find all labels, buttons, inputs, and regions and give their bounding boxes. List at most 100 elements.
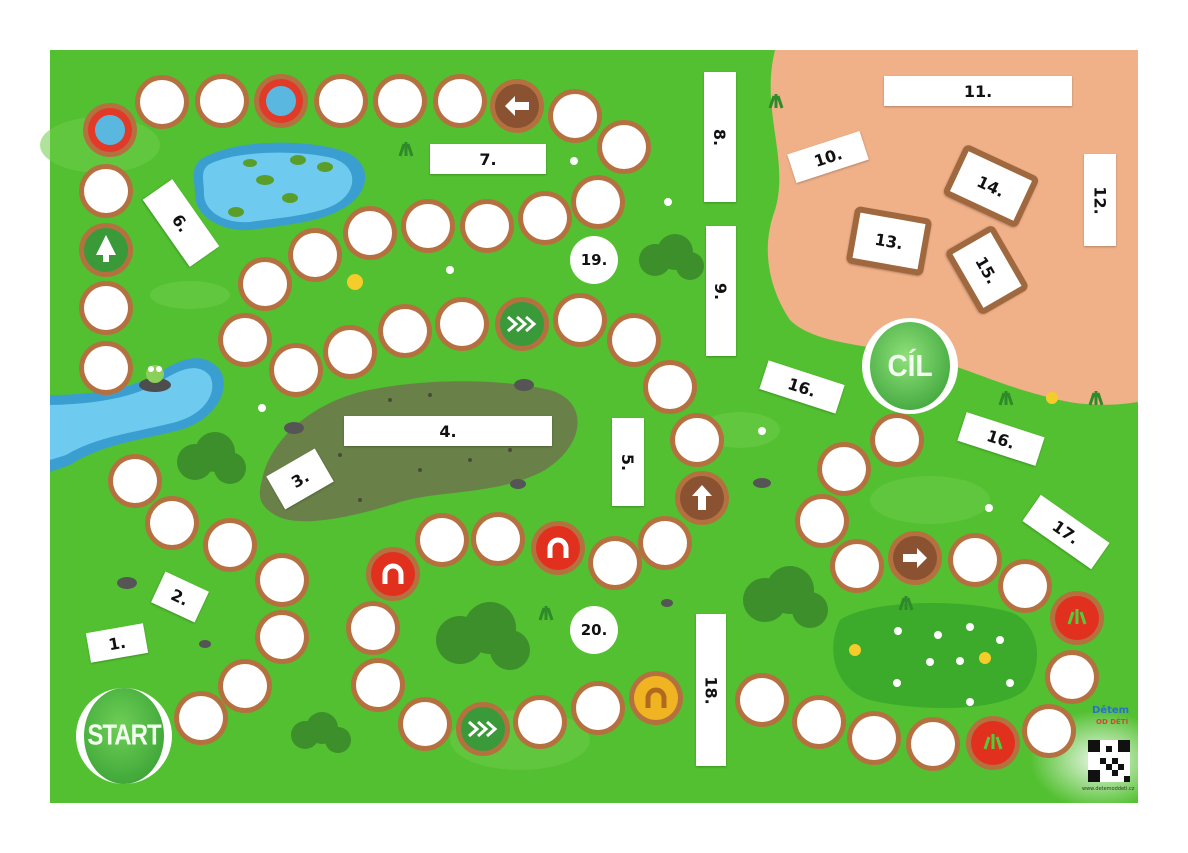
finish-label: CÍL <box>887 348 933 383</box>
field-label-11: 11. <box>884 76 1072 106</box>
space-blank <box>79 164 133 218</box>
brand-name: Dětem <box>1092 705 1130 716</box>
space-up <box>675 471 729 525</box>
space-blank <box>255 610 309 664</box>
field-label-18: 18. <box>696 614 726 766</box>
space-blank <box>607 313 661 367</box>
space-blank <box>238 257 292 311</box>
field-label-6: 6. <box>142 179 220 267</box>
start-label: START <box>87 719 161 752</box>
field-label-4: 4. <box>344 416 552 446</box>
space-blank <box>1022 704 1076 758</box>
start-space: START <box>76 688 172 784</box>
space-blank <box>378 304 432 358</box>
space-shoe-red <box>366 547 420 601</box>
space-blank <box>513 695 567 749</box>
space-blank <box>1045 650 1099 704</box>
space-shoe-red <box>531 521 585 575</box>
space-blank <box>145 496 199 550</box>
space-grass <box>1050 591 1104 645</box>
space-blank <box>948 533 1002 587</box>
space-blank <box>401 199 455 253</box>
space-blank <box>288 228 342 282</box>
field-label-17: 17. <box>1022 494 1110 570</box>
flower-meadow <box>833 602 1037 709</box>
space-blank <box>343 206 397 260</box>
space-chev <box>456 702 510 756</box>
field-label-1: 1. <box>85 623 149 663</box>
space-blank <box>323 325 377 379</box>
space-blank <box>830 539 884 593</box>
field-label-12: 12. <box>1084 154 1116 246</box>
space-blank <box>218 313 272 367</box>
space-blank <box>346 601 400 655</box>
space-ring <box>83 103 137 157</box>
space-blank <box>79 281 133 335</box>
space-blank <box>203 518 257 572</box>
space-blank <box>597 120 651 174</box>
space-blank <box>351 658 405 712</box>
space-shoe <box>629 671 683 725</box>
space-blank <box>398 697 452 751</box>
field-label-2: 2. <box>151 571 209 623</box>
space-blank <box>735 673 789 727</box>
space-blank <box>471 512 525 566</box>
space-blank <box>108 454 162 508</box>
space-blank <box>817 442 871 496</box>
qr-code-icon <box>1088 740 1130 782</box>
field-label-8: 8. <box>704 72 736 202</box>
space-blank <box>571 175 625 229</box>
brand-tagline: OD DĚTÍ <box>1096 718 1129 726</box>
space-right <box>888 531 942 585</box>
field-label-5: 5. <box>612 418 644 506</box>
space-blank <box>906 717 960 771</box>
space-left <box>490 79 544 133</box>
brand-logo: Dětem OD DĚTÍ www.detemoddeti.cz <box>1082 704 1136 798</box>
space-blank <box>79 341 133 395</box>
field-label-7: 7. <box>430 144 546 174</box>
space-blank <box>588 536 642 590</box>
space-blank <box>435 297 489 351</box>
space-blank <box>998 559 1052 613</box>
space-blank <box>518 191 572 245</box>
field-label-14: 14. <box>942 143 1040 229</box>
space-blank <box>792 695 846 749</box>
space-blank <box>135 75 189 129</box>
space-blank <box>255 553 309 607</box>
field-label-20: 20. <box>570 606 618 654</box>
space-blank <box>314 74 368 128</box>
space-blank <box>174 691 228 745</box>
space-tree <box>79 223 133 277</box>
brand-url: www.detemoddeti.cz <box>1082 786 1135 792</box>
space-blank <box>195 74 249 128</box>
bush <box>177 234 828 753</box>
space-blank <box>460 199 514 253</box>
field-label-16b: 16. <box>957 412 1045 466</box>
space-blank <box>638 516 692 570</box>
field-label-9: 9. <box>706 226 736 356</box>
space-blank <box>373 74 427 128</box>
field-label-19: 19. <box>570 236 618 284</box>
space-blank <box>548 89 602 143</box>
finish-space: CÍL <box>862 318 958 414</box>
space-blank <box>415 513 469 567</box>
space-blank <box>571 681 625 735</box>
space-blank <box>218 659 272 713</box>
space-chev <box>495 297 549 351</box>
field-label-10: 10. <box>787 130 869 184</box>
space-blank <box>847 711 901 765</box>
board-spaces <box>79 74 1104 771</box>
space-blank <box>553 293 607 347</box>
space-blank <box>795 494 849 548</box>
space-blank <box>670 413 724 467</box>
field-label-15: 15. <box>944 223 1030 317</box>
field-label-16a: 16. <box>759 360 845 414</box>
field-label-13: 13. <box>845 205 933 277</box>
space-blank <box>643 360 697 414</box>
field-label-3: 3. <box>266 448 334 510</box>
space-blank <box>870 413 924 467</box>
space-ring <box>254 74 308 128</box>
space-grass <box>966 716 1020 770</box>
space-blank <box>269 343 323 397</box>
